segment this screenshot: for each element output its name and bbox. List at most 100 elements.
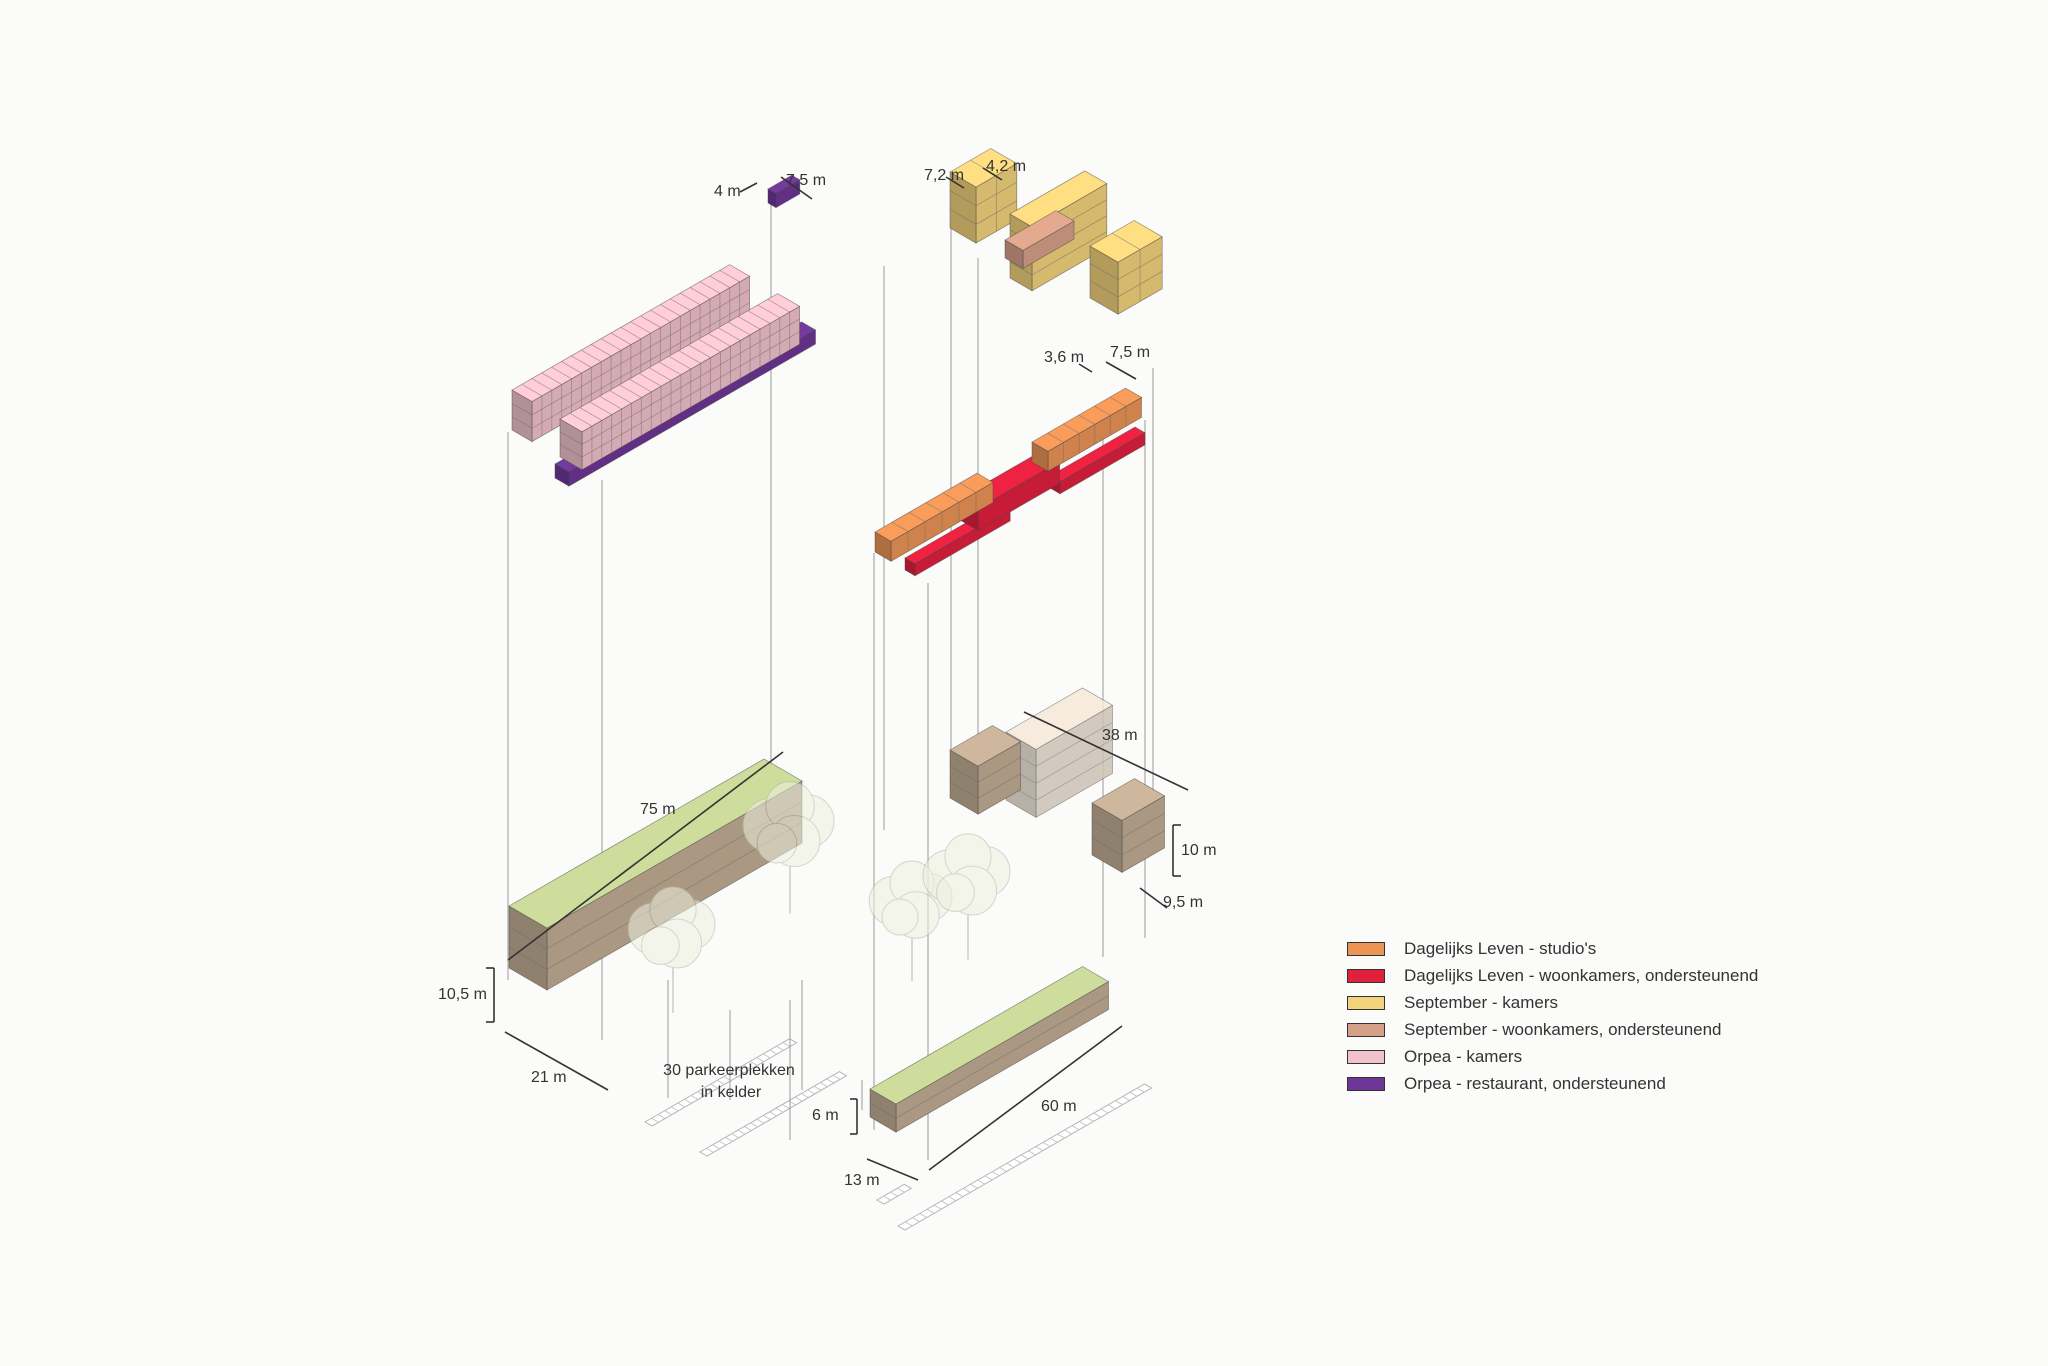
unit-line xyxy=(908,512,926,542)
legend-label: Orpea - restaurant, ondersteunend xyxy=(1404,1073,1666,1093)
unit-line xyxy=(1047,432,1064,463)
block-face-top xyxy=(1009,170,1108,228)
parking-spot-line xyxy=(1013,1158,1022,1164)
parking-spot-line xyxy=(999,1167,1007,1172)
unit-line xyxy=(629,378,652,430)
unit-line xyxy=(660,304,681,357)
dim-dl-width: 13 m xyxy=(844,1172,880,1189)
block-face-top xyxy=(1091,778,1166,821)
parking-spot-line xyxy=(703,1087,712,1093)
dl-studios-left xyxy=(874,472,994,562)
parking-spot-line xyxy=(832,1074,841,1080)
dim-september-unit-a: 7,2 m xyxy=(924,167,964,184)
parking-spot-line xyxy=(775,1107,784,1113)
legend-swatch xyxy=(1347,995,1385,1010)
floor-line xyxy=(508,801,803,950)
legend-swatch xyxy=(1347,968,1385,983)
parking-spot-line xyxy=(890,1191,898,1197)
ground-september-left xyxy=(949,725,1022,815)
parking-spot-line xyxy=(684,1098,692,1104)
floor-line xyxy=(949,757,1021,783)
unit-line xyxy=(610,332,632,385)
unit-line xyxy=(658,361,682,413)
floor-line xyxy=(511,302,750,429)
legend-item-studios: Dagelijks Leven - studio's xyxy=(1347,935,1847,962)
floor-line xyxy=(949,200,1017,225)
unit-line xyxy=(619,384,642,436)
september-woonkamers xyxy=(1004,210,1075,270)
parking-spot-line xyxy=(963,1187,971,1193)
floor-line xyxy=(949,773,1021,799)
legend-label: Orpea - kamers xyxy=(1404,1046,1523,1066)
parking-spot-line xyxy=(769,1049,778,1055)
unit-line xyxy=(541,372,563,425)
parking-spot-line xyxy=(743,1064,751,1070)
dim-orpea-unit-width: 4 m xyxy=(714,183,741,200)
floor-line xyxy=(949,181,1017,207)
tree-crown xyxy=(641,926,680,965)
parking-spot-line xyxy=(1064,1129,1072,1135)
tree xyxy=(742,781,835,914)
block-face-top xyxy=(949,725,1022,767)
dimension-line xyxy=(866,1158,919,1181)
parking-spot-line xyxy=(970,1183,978,1189)
floor-line xyxy=(1091,812,1165,839)
dim-orpea-length: 75 m xyxy=(640,801,676,818)
parking-spot-line xyxy=(977,1179,985,1185)
parking-spot-line xyxy=(651,1117,659,1123)
parking-spot-line xyxy=(1100,1108,1109,1114)
unit-line xyxy=(689,287,711,339)
dim-september-width: 9,5 m xyxy=(1163,894,1203,911)
parking-spot-line xyxy=(782,1104,790,1109)
parking-spot-line xyxy=(1006,1162,1014,1168)
parking-spot-line xyxy=(1122,1096,1130,1101)
parking-spot-line xyxy=(905,1221,913,1227)
unit-line xyxy=(719,269,741,322)
legend: Dagelijks Leven - studio's Dagelijks Lev… xyxy=(1347,935,1847,1097)
september-rooms-right xyxy=(1089,220,1163,315)
unit-line xyxy=(1078,414,1096,445)
dim-september-unit-b: 4,2 m xyxy=(986,158,1026,175)
unit-line xyxy=(670,298,691,351)
parking-spot-line xyxy=(1137,1087,1145,1093)
parking-spot-line xyxy=(749,1061,758,1066)
parking-spot-line xyxy=(718,1140,727,1146)
unit-line xyxy=(569,412,593,465)
unit-line xyxy=(599,395,622,447)
tree-crown xyxy=(881,898,919,936)
floor-line xyxy=(508,822,803,970)
parking-spot-line xyxy=(763,1115,771,1120)
unit-line xyxy=(1094,405,1111,436)
legend-label: September - woonkamers, ondersteunend xyxy=(1404,1019,1722,1039)
dimension-line xyxy=(1105,361,1137,380)
floor-line xyxy=(559,318,800,445)
unit-line xyxy=(571,355,592,408)
dim-orpea-height: 10,5 m xyxy=(438,986,487,1003)
block-face-top xyxy=(508,758,803,929)
unit-line xyxy=(679,292,701,345)
legend-item-orpea-restaurant: Orpea - restaurant, ondersteunend xyxy=(1347,1070,1847,1097)
unit-line xyxy=(589,401,613,453)
unit-line xyxy=(600,338,622,391)
dim-dl-unit-width: 3,6 m xyxy=(1044,349,1084,366)
dl-studios-right xyxy=(1031,387,1143,472)
unit-line xyxy=(737,316,761,368)
floor-line xyxy=(1089,271,1163,298)
parking-spot-line xyxy=(984,1175,993,1181)
parking-spot-line xyxy=(883,1195,892,1201)
parking-spot-line xyxy=(1071,1125,1080,1131)
parking-spot-line xyxy=(690,1095,699,1100)
parking-spot-line xyxy=(794,1096,803,1102)
unit-line xyxy=(640,315,661,368)
unit-line xyxy=(925,502,943,532)
parking-spot-line xyxy=(744,1126,752,1131)
dimension-lines xyxy=(486,167,1189,1181)
parking-strip-dl-a xyxy=(876,1183,913,1205)
parking-label-line2: in kelder xyxy=(701,1084,762,1101)
floor-line xyxy=(511,289,750,416)
tree xyxy=(922,833,1011,960)
unit-line xyxy=(970,159,997,232)
dimension-line xyxy=(780,176,813,200)
parking-spot-line xyxy=(725,1136,733,1142)
parking-spot-line xyxy=(1050,1137,1058,1143)
